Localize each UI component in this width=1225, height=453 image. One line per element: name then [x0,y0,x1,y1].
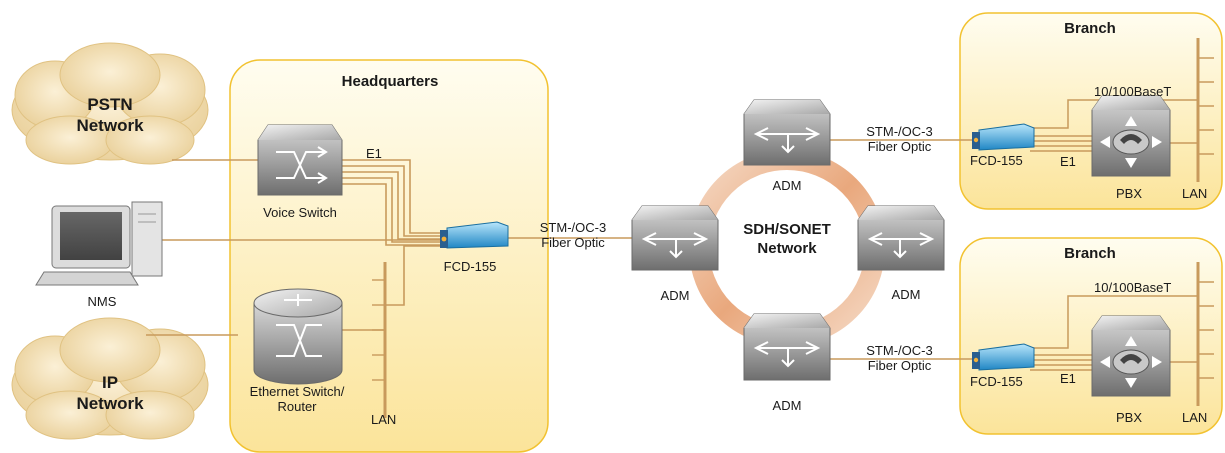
ip-cloud-line2: Network [76,394,144,413]
adm-left-device [631,205,719,271]
branch-bottom-lan-label: LAN [1182,410,1208,425]
branch-top-lan-label: LAN [1182,186,1208,201]
branch-bottom-ethernet-label: 10/100BaseT [1094,280,1172,295]
ring-line1: SDH/SONET [743,221,831,238]
ethernet-router-device [253,288,343,385]
hq-link-line2: Fiber Optic [541,235,605,250]
headquarters-title: Headquarters [341,73,439,90]
ring-label: SDH/SONET Network [727,220,847,258]
adm-right-label: ADM [891,287,921,302]
nms-computer-icon [35,201,163,286]
ethernet-switch-label: Ethernet Switch/ Router [232,384,362,414]
branch-bottom-link-line2: Fiber Optic [867,358,932,373]
branch-bottom-link-line1: STM-/OC-3 [866,343,933,358]
ip-cloud-label: IP Network [60,372,160,414]
adm-top-device [743,99,831,166]
branch-top-title: Branch [1064,20,1116,37]
branch-top-link-label: STM-/OC-3 Fiber Optic [852,124,947,154]
branch-top-fcd-label: FCD-155 [970,153,1023,168]
hq-lan-bar [372,262,387,418]
branch-bottom-fcd-label: FCD-155 [970,374,1023,389]
e1-hq-label: E1 [366,146,382,161]
branch-bottom-link-label: STM-/OC-3 Fiber Optic [852,343,947,373]
ethernet-switch-line2: Router [277,399,317,414]
adm-right-device [857,205,945,271]
voice-switch-device [257,124,343,196]
adm-top-label: ADM [772,178,802,193]
branch-top-e1-label: E1 [1060,154,1076,169]
branch-top-link-line1: STM-/OC-3 [866,124,933,139]
ring-line2: Network [757,240,817,257]
adm-bottom-label: ADM [772,398,802,413]
branch-bottom-panel [959,237,1223,435]
ethernet-switch-line1: Ethernet Switch/ [249,384,345,399]
hq-link-line1: STM-/OC-3 [539,220,607,235]
pstn-cloud [11,42,209,165]
branch-bottom-pbx-label: PBX [1116,410,1143,425]
branch-bottom-links [1030,262,1214,406]
ip-cloud-line1: IP [101,373,119,392]
branch-bottom-title: Branch [1064,245,1116,262]
voice-switch-label: Voice Switch [263,205,337,220]
branch-top-panel [959,12,1223,210]
branch-bottom-e1-label: E1 [1060,371,1076,386]
pstn-cloud-label: PSTN Network [60,94,160,136]
ip-cloud [11,317,209,440]
fcd-155-hq-device [440,221,509,249]
branch-top-pbx-label: PBX [1116,186,1143,201]
lan-hq-label: LAN [371,412,397,427]
pbx-bottom-device [1091,315,1171,397]
fcd-155-branch-top-device [972,123,1035,151]
nms-label: NMS [87,294,117,309]
pstn-cloud-line2: Network [76,116,144,135]
pstn-cloud-line1: PSTN [87,95,133,114]
adm-bottom-device [743,313,831,381]
branch-top-link-line2: Fiber Optic [867,139,932,154]
branch-top-ethernet-label: 10/100BaseT [1094,84,1172,99]
adm-left-label: ADM [660,288,690,303]
fcd-155-hq-label: FCD-155 [443,259,497,274]
hq-link-label: STM-/OC-3 Fiber Optic [528,220,618,250]
pbx-top-device [1091,95,1171,177]
fcd-155-branch-bottom-device [972,343,1035,371]
links [146,139,972,360]
